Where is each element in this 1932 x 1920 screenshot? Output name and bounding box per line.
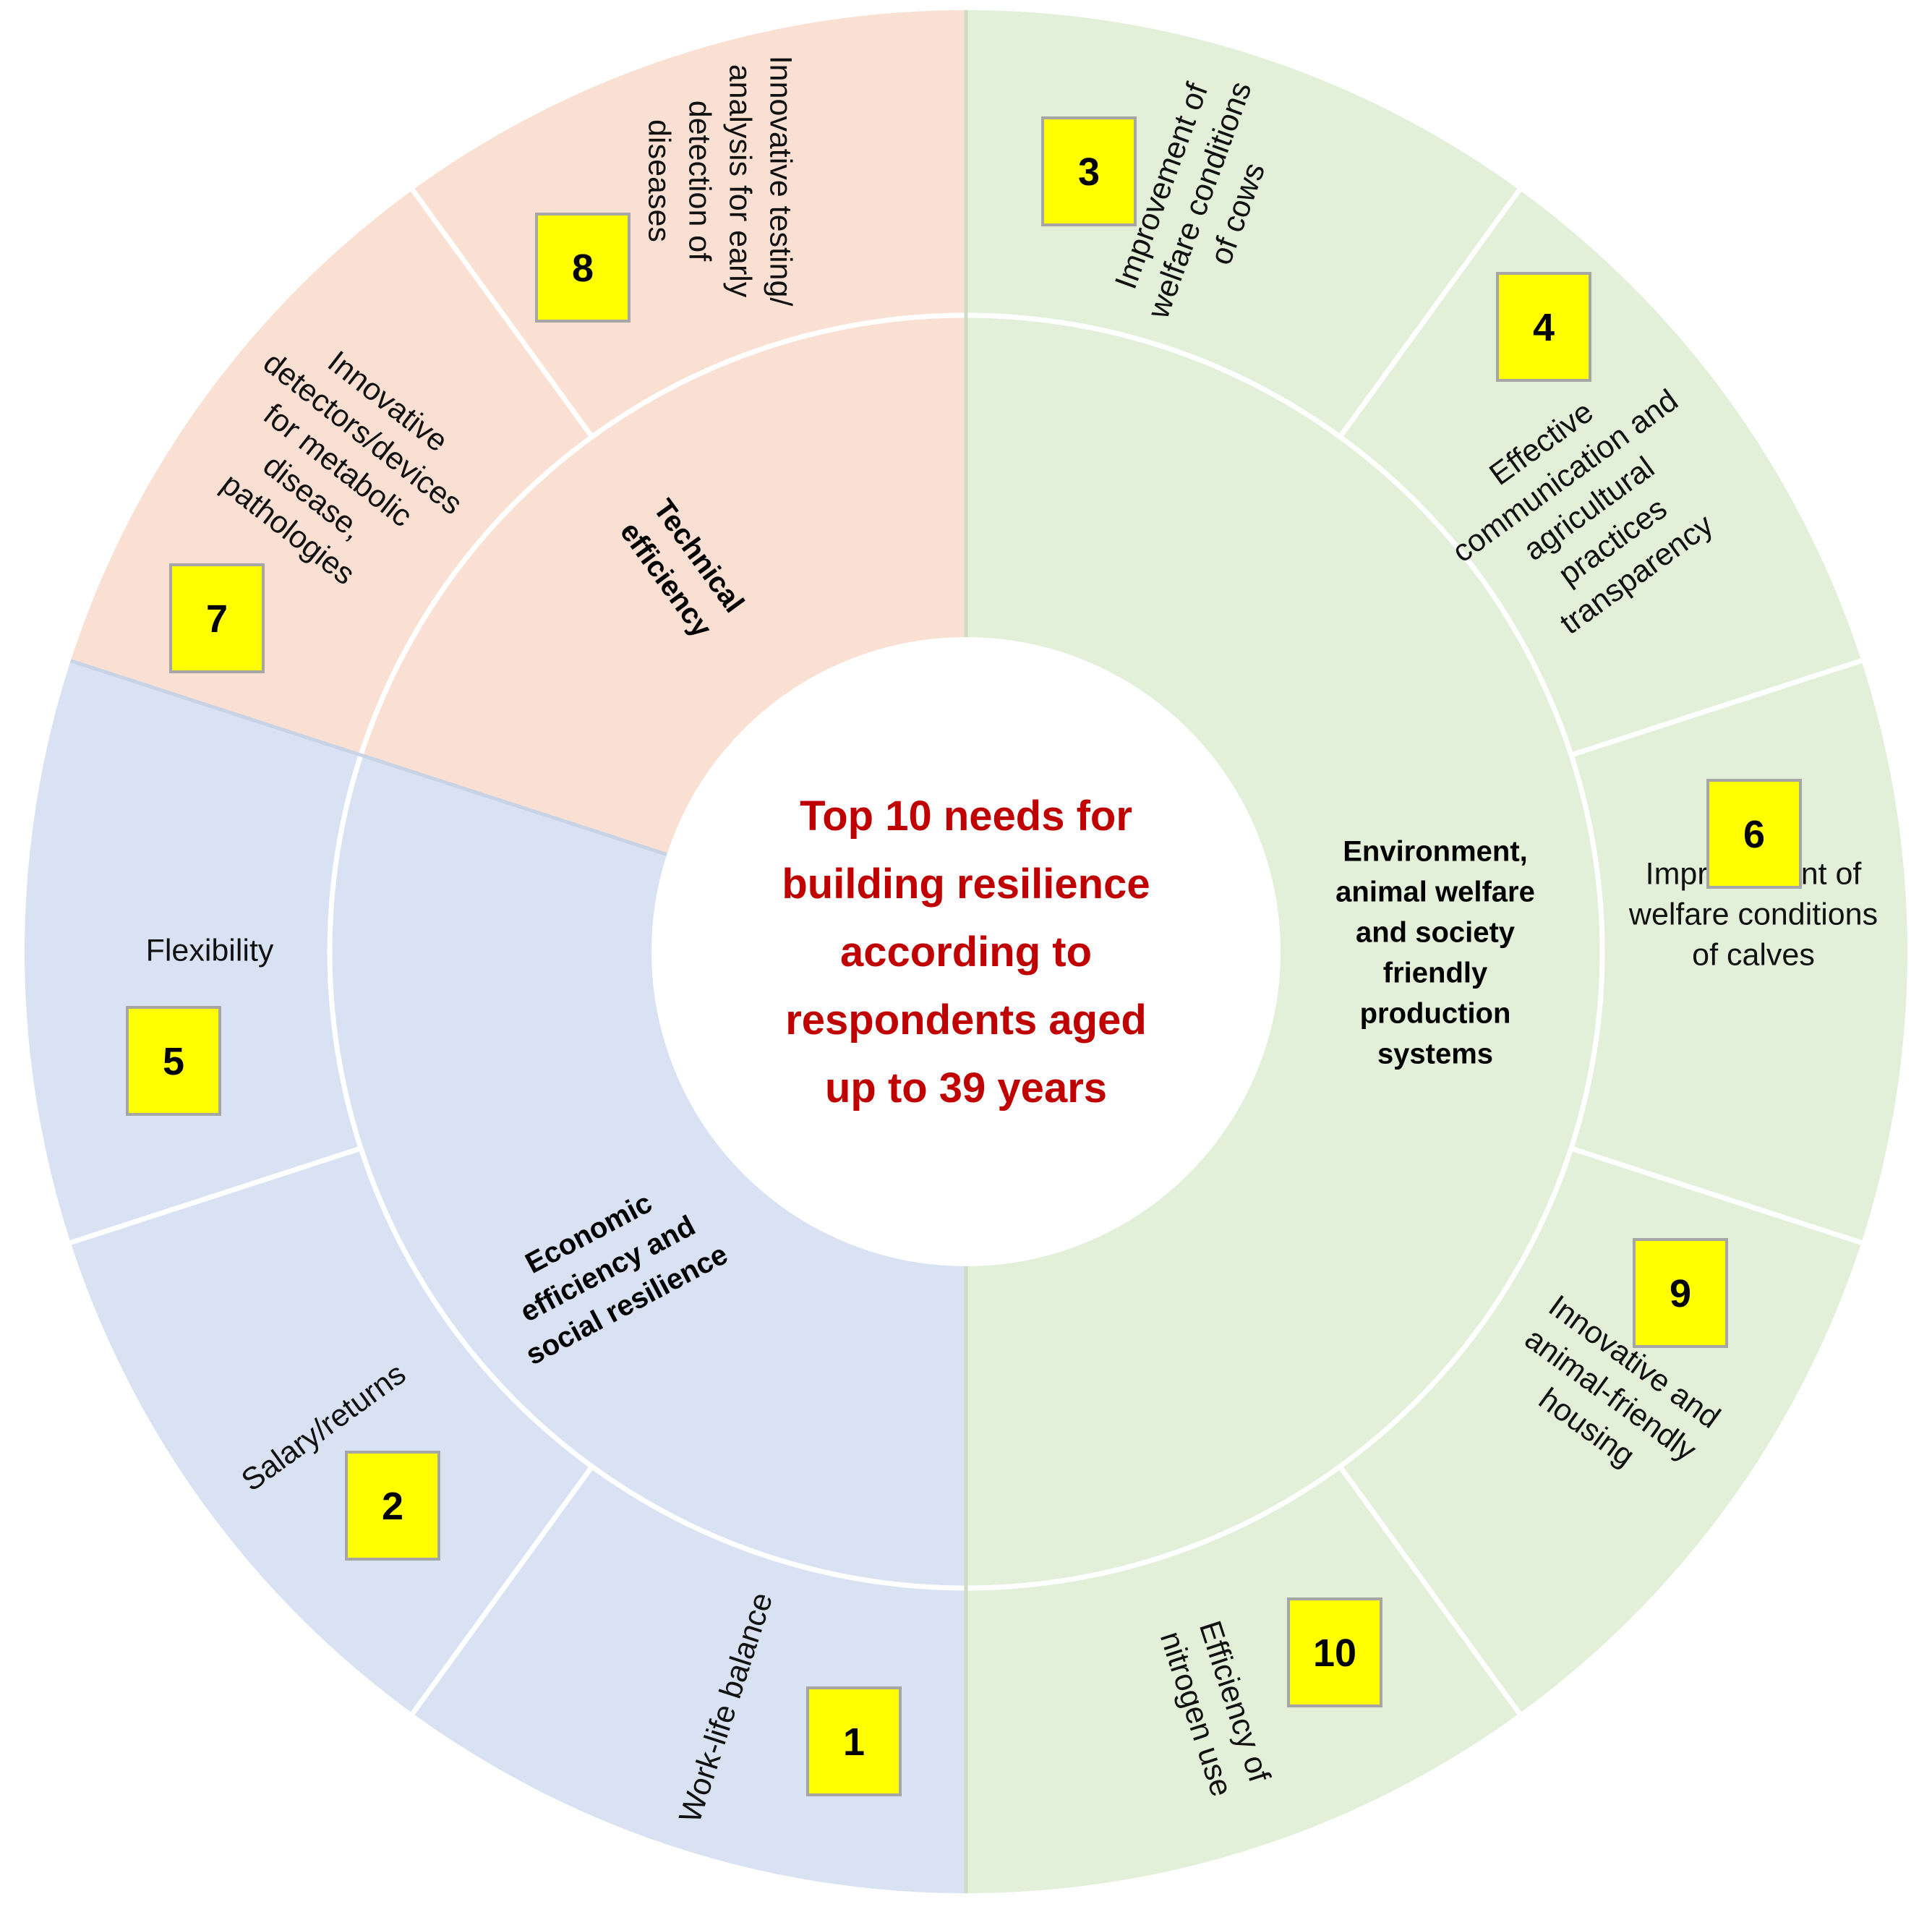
need-divider xyxy=(410,1464,594,1715)
rank-badge-3: 3 xyxy=(1041,116,1137,226)
need-label-5: Flexibility xyxy=(146,933,274,968)
category-label-environment-line: Environment, xyxy=(1343,835,1528,867)
rank-badge-1: 1 xyxy=(806,1686,902,1796)
rank-badge-5: 5 xyxy=(126,1006,221,1116)
rank-badge-box xyxy=(1287,1597,1382,1707)
rank-number: 10 xyxy=(1313,1631,1356,1675)
rank-badge-4: 4 xyxy=(1496,272,1591,382)
category-label-environment-line: production xyxy=(1360,997,1511,1029)
need-sector-4 xyxy=(1340,189,1862,756)
rank-badge-box xyxy=(1633,1238,1728,1348)
rank-badge-6: 6 xyxy=(1706,779,1802,889)
rank-number: 1 xyxy=(843,1720,865,1764)
rank-badge-7: 7 xyxy=(169,563,265,673)
rank-number: 6 xyxy=(1743,813,1765,856)
center-title-line: according to xyxy=(840,929,1092,976)
category-sector-technical xyxy=(361,315,966,856)
need-sector-9 xyxy=(1340,1148,1862,1714)
center-title-line: up to 39 years xyxy=(825,1064,1107,1112)
rank-number: 3 xyxy=(1078,150,1100,194)
need-label-8-line: Innovative testing/ xyxy=(764,56,798,307)
rank-number: 9 xyxy=(1670,1272,1691,1315)
category-label-environment-line: and society xyxy=(1356,916,1516,948)
rank-badge-box xyxy=(345,1451,440,1561)
need-sector-2 xyxy=(70,1148,592,1714)
need-label-8: Innovative testing/analysis for earlydet… xyxy=(642,56,798,307)
need-divider xyxy=(410,188,594,439)
need-divider xyxy=(69,1145,362,1245)
need-divider xyxy=(1338,188,1522,439)
rank-number: 5 xyxy=(163,1040,184,1083)
rank-number: 4 xyxy=(1533,306,1555,349)
need-divider xyxy=(1570,658,1863,758)
center-title-line: respondents aged xyxy=(785,997,1147,1044)
need-divider xyxy=(1570,1145,1863,1245)
rank-badge-9: 9 xyxy=(1633,1238,1728,1348)
category-label-environment-line: friendly xyxy=(1383,957,1488,989)
category-divider xyxy=(69,659,670,857)
category-label-environment-line: animal welfare xyxy=(1335,876,1535,908)
rank-badge-box xyxy=(169,563,265,673)
center-circle xyxy=(651,637,1281,1266)
need-label-8-line: analysis for early xyxy=(723,64,758,298)
rank-badge-2: 2 xyxy=(345,1451,440,1561)
center-title-line: building resilience xyxy=(782,861,1150,908)
need-sector-5 xyxy=(24,660,362,1243)
rank-badge-box xyxy=(1496,272,1591,382)
need-label-6-line: welfare conditions xyxy=(1628,897,1878,931)
rank-badge-box xyxy=(1041,116,1137,226)
center-title-line: Top 10 needs for xyxy=(800,793,1132,840)
rank-badge-box xyxy=(806,1686,902,1796)
rank-number: 2 xyxy=(382,1485,403,1528)
rank-badge-10: 10 xyxy=(1287,1597,1382,1707)
category-sector-environment xyxy=(966,315,1602,1588)
need-label-5-line: Flexibility xyxy=(146,933,274,968)
category-label-environment: Environment, animal welfare and society fri… xyxy=(1335,835,1535,1070)
category-sector-economic xyxy=(329,755,966,1588)
rank-badge-box xyxy=(1706,779,1802,889)
need-divider xyxy=(1338,1464,1522,1715)
need-sector-6 xyxy=(1570,660,1907,1243)
category-label-environment-line: systems xyxy=(1377,1038,1493,1070)
rank-badge-box xyxy=(535,213,631,323)
rank-badge-box xyxy=(126,1006,221,1116)
rank-badge-8: 8 xyxy=(535,213,631,323)
need-label-8-line: diseases xyxy=(642,119,677,242)
rank-number: 7 xyxy=(206,597,228,641)
rank-number: 8 xyxy=(572,247,594,290)
need-label-8-line: detection of xyxy=(683,101,717,262)
need-label-6-line: of calves xyxy=(1692,937,1815,972)
